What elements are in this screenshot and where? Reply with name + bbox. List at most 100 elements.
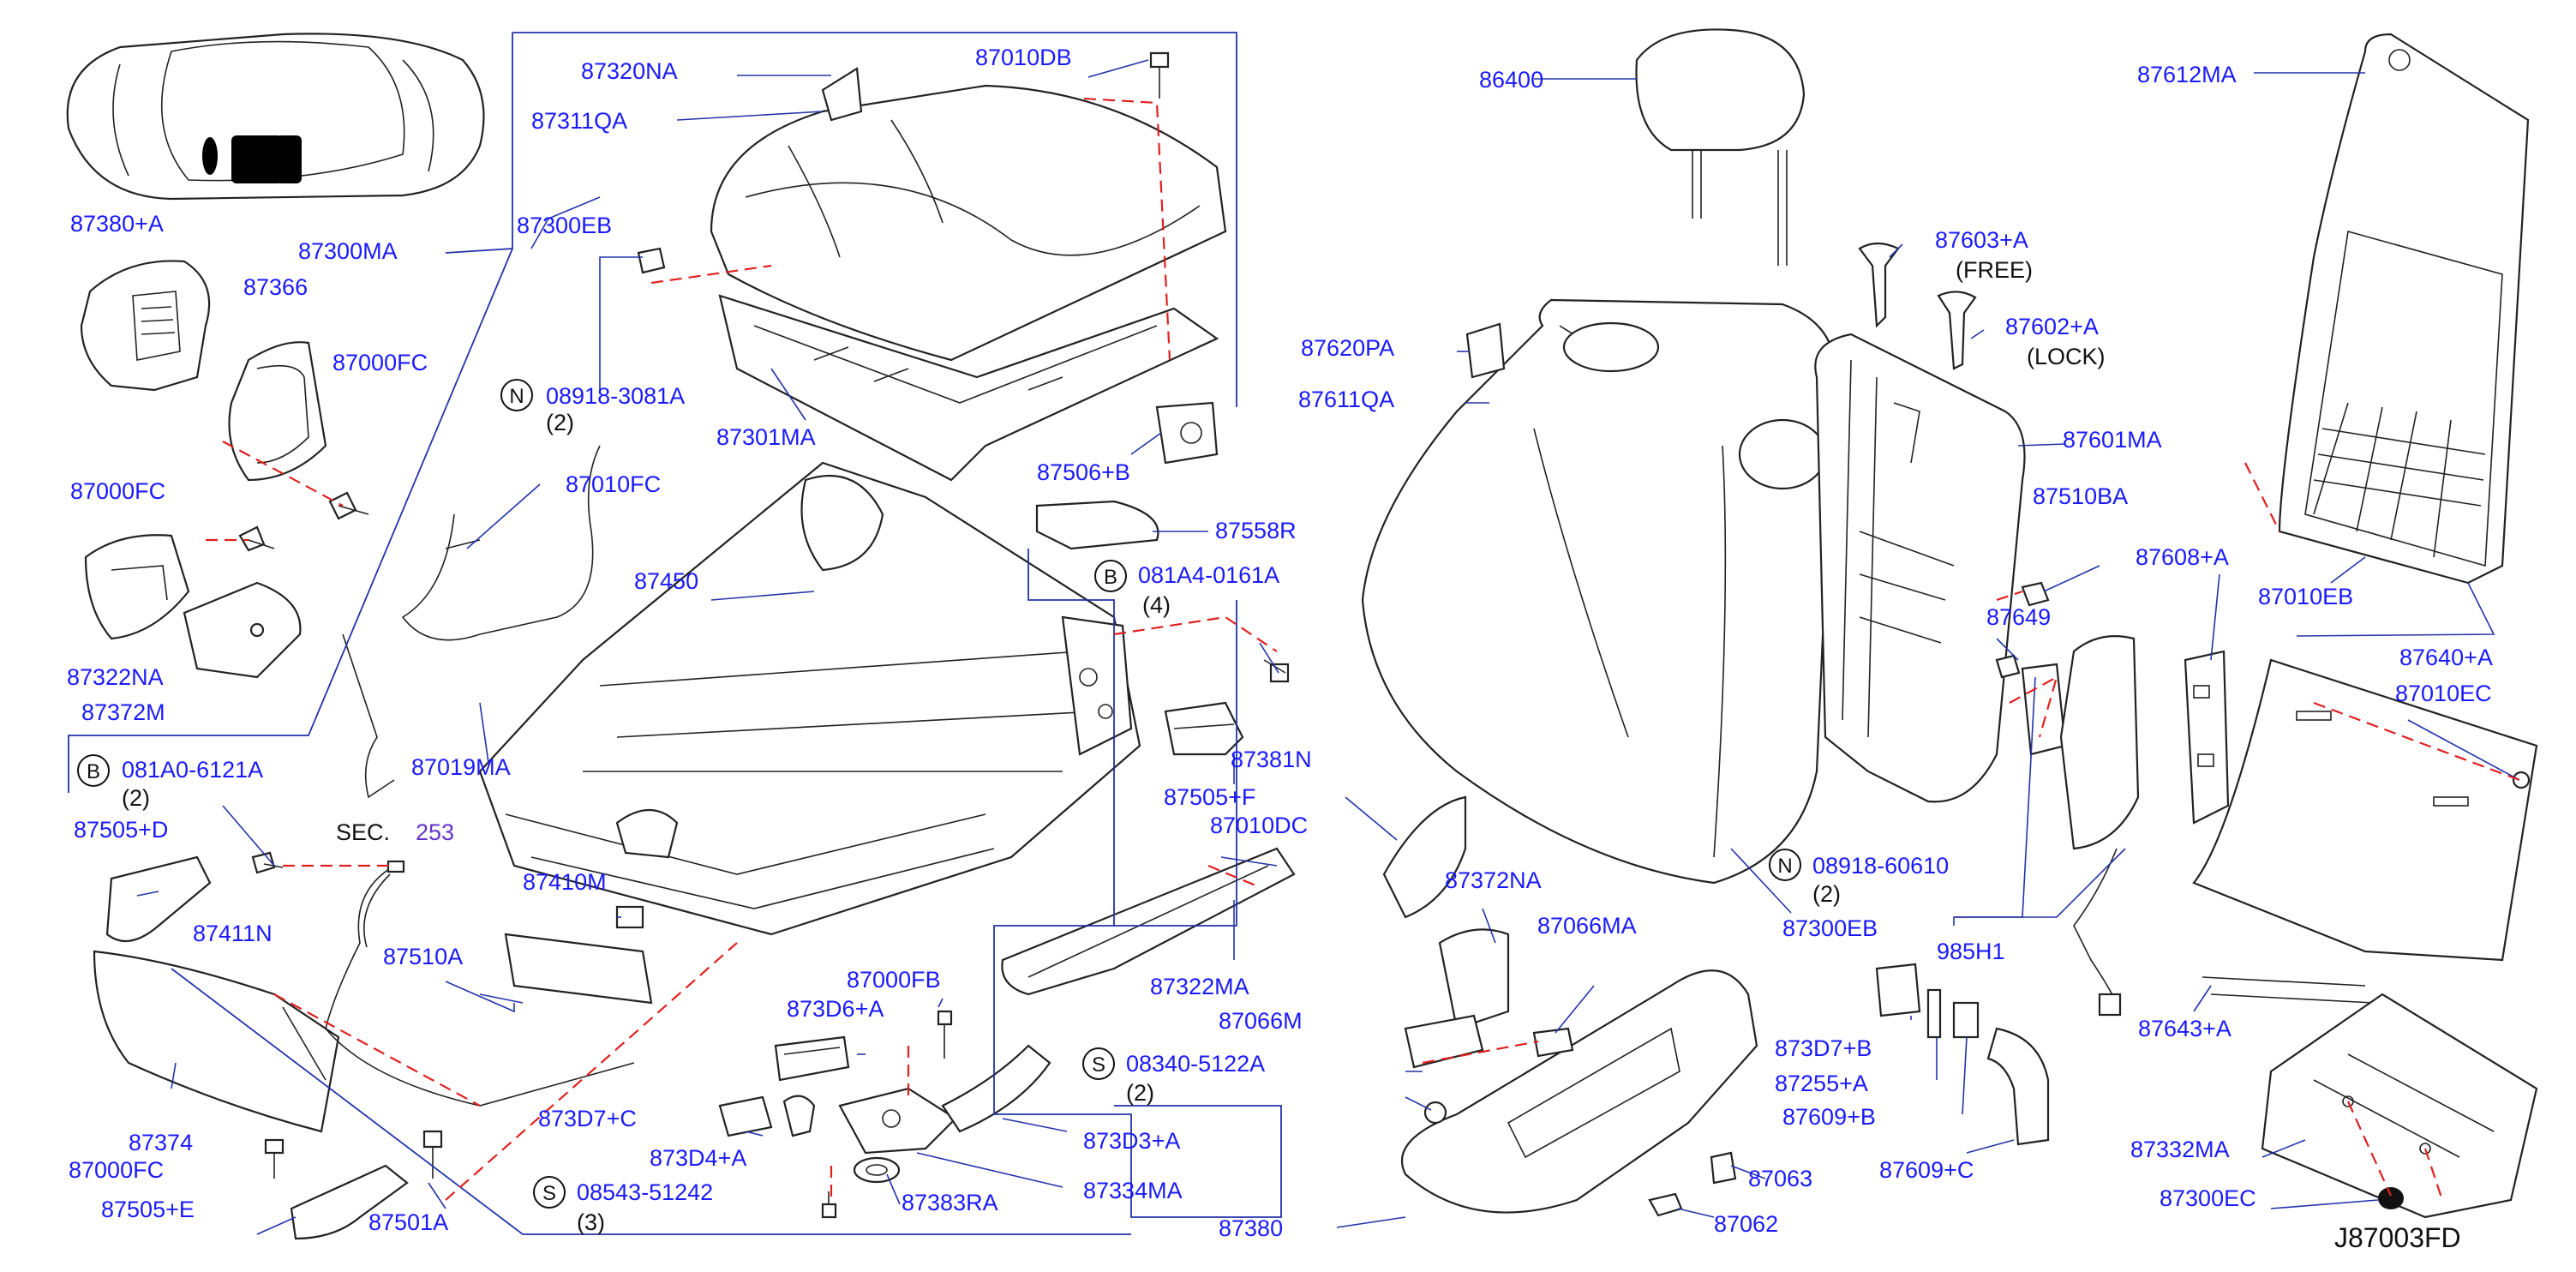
car-location-thumbnail [66, 33, 485, 201]
label-87300ma: 87300MA [298, 238, 398, 264]
circled-s: S [1082, 1047, 1115, 1080]
part-87372na-cover [1438, 928, 1510, 1030]
label-87383ra: 87383RA [902, 1190, 998, 1215]
label-081a4-0161a: 081A4-0161A [1138, 562, 1280, 588]
leader-lines [68, 32, 2520, 1235]
part-87505-d [105, 855, 212, 943]
label-qty-3: (3) [577, 1209, 605, 1235]
label-87510a: 87510A [383, 944, 464, 969]
label-87620pa: 87620PA [1301, 335, 1395, 361]
part-873d6-a-switch [774, 1035, 850, 1082]
part-87620pa-seatback [1361, 298, 1836, 885]
label-87010fc: 87010FC [566, 471, 662, 497]
label-87300eb-2: 87300EB [1782, 915, 1878, 941]
label-87608-a: 87608+A [2136, 544, 2229, 570]
label-08340-5122a: 08340-5122A [1126, 1051, 1266, 1077]
label-87506-b: 87506+B [1037, 459, 1130, 485]
part-873d3-a-duct [941, 1044, 1051, 1133]
part-87505-f [1164, 701, 1244, 756]
label-87611qa: 87611QA [1298, 387, 1395, 412]
label-qty-2c: (2) [1126, 1080, 1154, 1106]
label-87322ma: 87322MA [1150, 974, 1249, 999]
circled-b: B [1094, 560, 1127, 592]
label-08918-60610: 08918-60610 [1812, 853, 1950, 879]
label-87322na: 87322NA [67, 664, 164, 690]
label-87010db: 87010DB [975, 45, 1072, 70]
part-873d7-b-87255-87609 [1875, 963, 2050, 1146]
label-985h1: 985H1 [1937, 939, 2005, 964]
label-87640-a: 87640+A [2399, 645, 2493, 670]
part-87558r [1035, 500, 1159, 550]
label-873d7-b: 873D7+B [1775, 1035, 1872, 1061]
label-87505-e: 87505+E [101, 1197, 195, 1222]
label-sec: SEC. [336, 819, 391, 845]
label-87301ma: 87301MA [716, 424, 816, 450]
label-87010eb: 87010EB [2258, 584, 2354, 609]
circled-b-2: B [77, 754, 110, 787]
diagram-code: J87003FD [2334, 1222, 2461, 1253]
label-87372na: 87372NA [1445, 867, 1542, 893]
label-87609-b: 87609+B [1782, 1104, 1876, 1130]
part-873d4-a [718, 1095, 816, 1137]
part-87510ba-nuts [1995, 581, 2050, 679]
part-87505-e [290, 1164, 409, 1240]
link-sec-253[interactable]: 253 [416, 819, 455, 845]
part-87640-a-panel [2192, 658, 2538, 962]
part-87380-a-cover [80, 260, 211, 392]
label-87649: 87649 [1986, 604, 2052, 630]
label-87558r: 87558R [1215, 518, 1297, 543]
circled-n-2: N [1769, 849, 1801, 881]
label-qty-2: (2) [546, 410, 574, 435]
label-87450: 87450 [634, 568, 699, 594]
label-87066m: 87066M [1219, 1008, 1303, 1034]
part-87322na [84, 534, 190, 640]
label-87374: 87374 [129, 1130, 194, 1155]
part-87601ma-back-frame [1814, 333, 2026, 803]
part-86400-headrest [1635, 28, 1806, 266]
label-87062: 87062 [1714, 1211, 1779, 1237]
part-87320na-cushion [710, 67, 1227, 362]
part-87300ec-clip [2378, 1187, 2404, 1209]
part-87301ma-pan [718, 294, 1219, 482]
label-87300eb: 87300EB [517, 213, 613, 238]
part-87334ma-motor [838, 1087, 957, 1155]
part-87332ma-tray [2261, 993, 2538, 1219]
label-081a0-6121a: 081A0-6121A [122, 757, 264, 783]
label-87000fb: 87000FB [847, 967, 941, 993]
label-08543-51242: 08543-51242 [577, 1179, 714, 1205]
label-87410m: 87410M [523, 869, 607, 895]
label-87000fc: 87000FC [332, 350, 428, 375]
label-lock: (LOCK) [2027, 344, 2106, 369]
part-87612ma-back-board [2278, 33, 2530, 585]
circled-s-2: S [533, 1176, 566, 1209]
label-87501a: 87501A [368, 1209, 449, 1235]
part-87381n-shield [1382, 795, 1467, 919]
label-87019ma: 87019MA [411, 754, 511, 780]
label-873d6-a: 873D6+A [787, 996, 884, 1022]
label-87372m: 87372M [81, 699, 165, 725]
label-87010ec: 87010EC [2395, 681, 2492, 706]
label-free: (FREE) [1956, 257, 2033, 283]
label-87311qa: 87311QA [531, 108, 628, 134]
label-87602-a: 87602+A [2005, 314, 2099, 339]
seat-location-mark [231, 135, 283, 183]
label-87066ma: 87066MA [1537, 913, 1637, 939]
part-87506-b-clip [1155, 401, 1219, 465]
label-87411n: 87411N [193, 921, 273, 946]
bolts-switch [821, 1010, 953, 1219]
part-87643-a-rod [2202, 976, 2375, 1004]
label-87510ba: 87510BA [2033, 483, 2129, 509]
label-87505-f: 87505+F [1164, 784, 1256, 810]
circled-n: N [500, 379, 533, 411]
label-873d7-c: 873D7+C [538, 1106, 637, 1131]
label-87612ma: 87612MA [2137, 62, 2237, 87]
label-87380: 87380 [1219, 1215, 1284, 1241]
label-87334ma: 87334MA [1083, 1178, 1183, 1203]
label-87010dc: 87010DC [1210, 813, 1309, 838]
label-87603-a: 87603+A [1935, 227, 2028, 253]
label-86400: 86400 [1479, 67, 1544, 93]
label-87000fc-3: 87000FC [69, 1157, 165, 1183]
label-qty-4: (4) [1142, 592, 1171, 618]
